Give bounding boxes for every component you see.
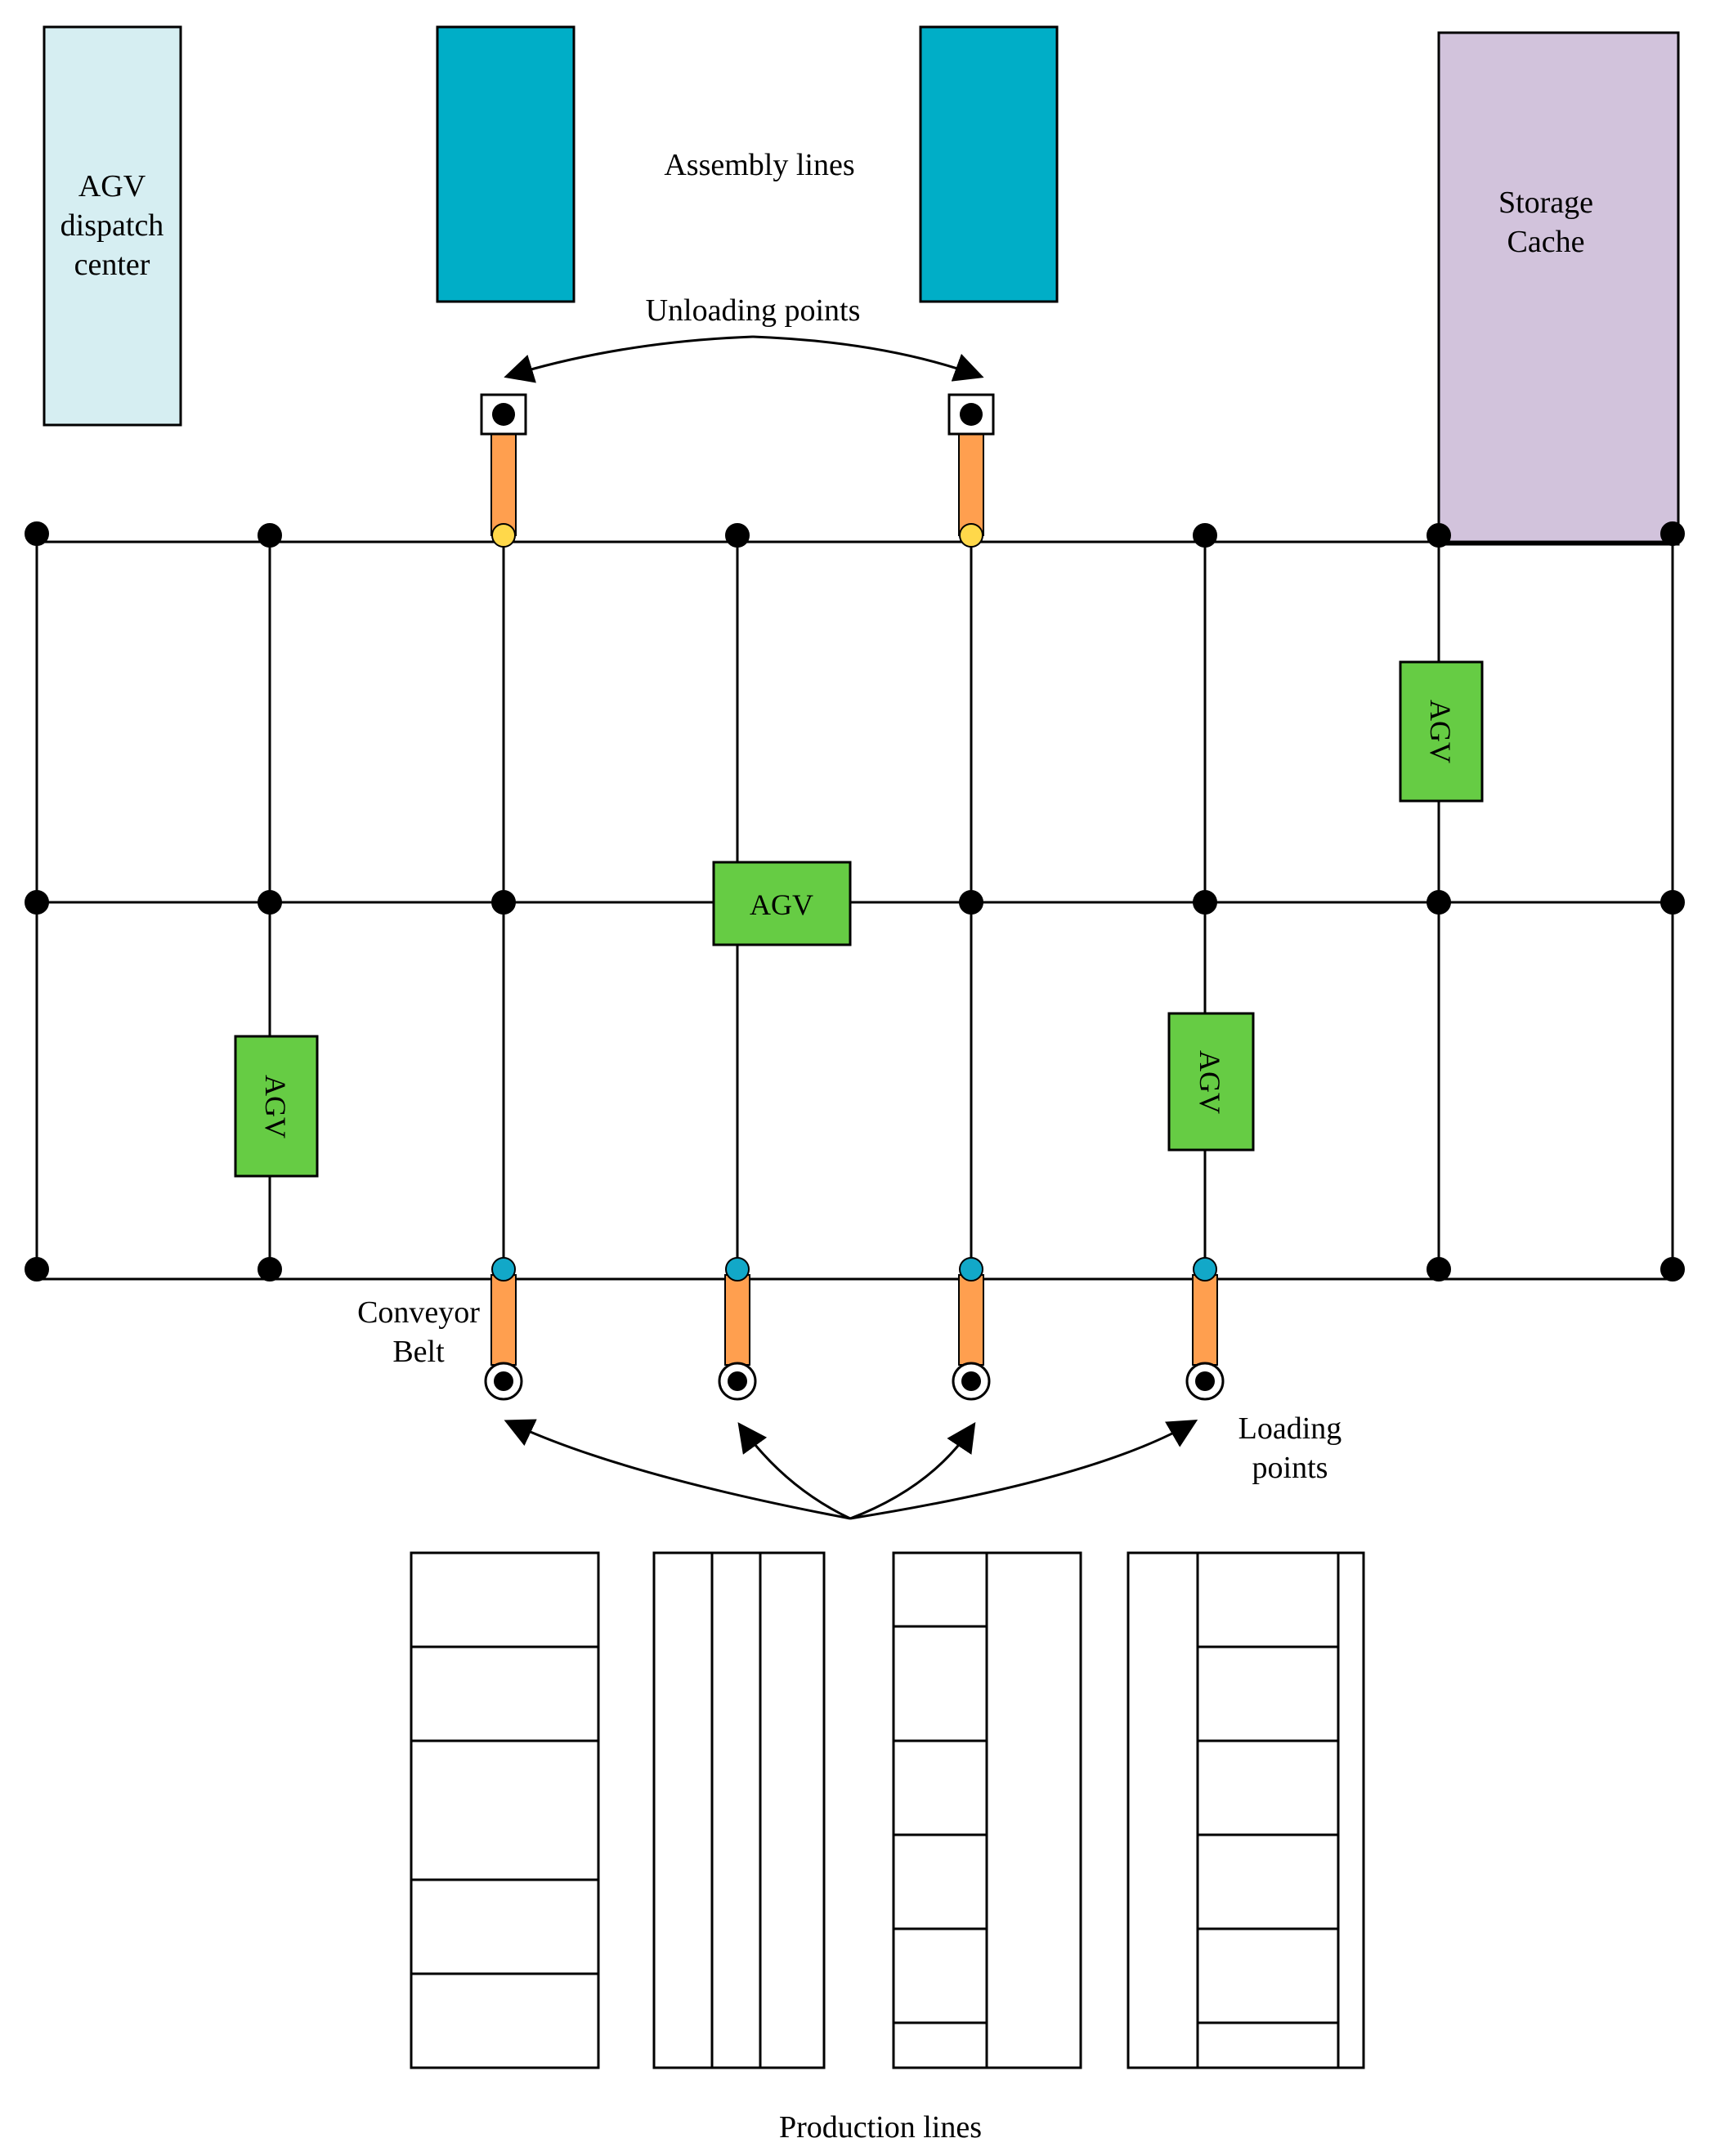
loading-point-2 bbox=[728, 1371, 747, 1391]
unloading-points-annotation: Unloading points bbox=[504, 293, 984, 383]
assembly-line-right bbox=[919, 25, 1059, 303]
loading-points-label-1: Loading bbox=[1238, 1411, 1342, 1446]
agv-lower-left-body bbox=[234, 1035, 319, 1178]
path-node bbox=[1427, 523, 1451, 548]
path-node bbox=[725, 523, 750, 548]
path-node bbox=[25, 1257, 49, 1282]
agv-vehicle-lower-right: AGV bbox=[1167, 1012, 1255, 1152]
path-node bbox=[959, 890, 983, 915]
production-line-3 bbox=[892, 1551, 1082, 2069]
path-node bbox=[491, 1257, 516, 1282]
production-line-2-frame bbox=[652, 1551, 826, 2069]
loading-arrows bbox=[504, 1419, 1198, 1520]
loading-points-label-2: points bbox=[1252, 1451, 1328, 1485]
path-node bbox=[959, 523, 983, 548]
dispatch-center-label-2: dispatch bbox=[60, 208, 164, 243]
path-node bbox=[258, 890, 282, 915]
path-node bbox=[1193, 890, 1217, 915]
assembly-lines: Assembly lines bbox=[436, 25, 1059, 303]
arrow-to-loading-4 bbox=[849, 1419, 1198, 1520]
path-network bbox=[25, 393, 1685, 1401]
path-node bbox=[491, 890, 516, 915]
loading-conveyor-3 bbox=[958, 1274, 984, 1366]
dispatch-center-box bbox=[43, 25, 182, 427]
agv-lower-right-body bbox=[1167, 1012, 1255, 1152]
path-node bbox=[959, 1257, 983, 1282]
path-node bbox=[1193, 1257, 1217, 1282]
unloading-point-1 bbox=[492, 403, 515, 426]
production-line-1-frame bbox=[410, 1551, 600, 2069]
agv-dispatch-center: AGV dispatch center bbox=[43, 25, 182, 427]
path-node bbox=[25, 521, 49, 546]
production-line-4-frame bbox=[1126, 1551, 1365, 2069]
dispatch-center-label-1: AGV bbox=[78, 169, 146, 204]
storage-cache-box bbox=[1437, 31, 1680, 546]
assembly-line-left bbox=[436, 25, 576, 303]
storage-cache-label-2: Cache bbox=[1507, 225, 1585, 259]
production-lines: Production lines bbox=[410, 1551, 1365, 2145]
production-line-2 bbox=[652, 1551, 826, 2069]
conveyor-belt-label-1: Conveyor bbox=[357, 1295, 480, 1330]
agv-center-body bbox=[712, 861, 852, 946]
path-node bbox=[258, 523, 282, 548]
loading-point-3 bbox=[961, 1371, 981, 1391]
path-node bbox=[1660, 521, 1685, 546]
loading-conveyor-4 bbox=[1192, 1274, 1218, 1366]
production-line-4 bbox=[1126, 1551, 1365, 2069]
path-node bbox=[25, 890, 49, 915]
arrow-to-unloading-right bbox=[752, 335, 984, 382]
agv-vehicle-center: AGV bbox=[712, 861, 852, 946]
loading-conveyor-1 bbox=[490, 1274, 517, 1366]
agv-vehicle-lower-left: AGV bbox=[234, 1035, 319, 1178]
storage-cache-label-1: Storage bbox=[1498, 186, 1593, 220]
agv-lower-right-label: AGV bbox=[1194, 1050, 1226, 1114]
path-node bbox=[1193, 523, 1217, 548]
agv-upper-right-body bbox=[1399, 660, 1484, 803]
agv-vehicles: AGV AGV AGV AGV bbox=[234, 660, 1484, 1178]
production-lines-label: Production lines bbox=[779, 2110, 982, 2145]
agv-vehicle-upper-right: AGV bbox=[1399, 660, 1484, 803]
dispatch-center-label-3: center bbox=[74, 248, 150, 282]
unloading-conveyor-2 bbox=[958, 432, 984, 536]
conveyor-belts bbox=[480, 393, 1225, 1401]
unloading-points-label: Unloading points bbox=[646, 293, 861, 328]
storage-cache: Storage Cache bbox=[1437, 31, 1680, 546]
arrow-to-loading-1 bbox=[504, 1419, 851, 1520]
path-node bbox=[1660, 890, 1685, 915]
arrow-to-loading-3 bbox=[849, 1422, 976, 1520]
loading-point-4 bbox=[1195, 1371, 1215, 1391]
assembly-lines-label: Assembly lines bbox=[664, 148, 854, 182]
path-node bbox=[1660, 1257, 1685, 1282]
path-node bbox=[491, 523, 516, 548]
production-line-1 bbox=[410, 1551, 600, 2069]
arrow-to-unloading-left bbox=[504, 335, 754, 383]
arrow-to-loading-2 bbox=[737, 1422, 851, 1520]
unloading-conveyor-1 bbox=[490, 432, 517, 536]
loading-conveyor-2 bbox=[724, 1274, 750, 1366]
path-node bbox=[1427, 890, 1451, 915]
path-node bbox=[725, 1257, 750, 1282]
unloading-point-2 bbox=[960, 403, 983, 426]
path-node bbox=[258, 1257, 282, 1282]
loading-point-1 bbox=[494, 1371, 513, 1391]
conveyor-belt-label-2: Belt bbox=[392, 1335, 445, 1369]
agv-upper-right-label: AGV bbox=[1424, 700, 1457, 763]
agv-center-label: AGV bbox=[750, 888, 813, 921]
agv-lower-left-label: AGV bbox=[259, 1075, 292, 1138]
path-node bbox=[1427, 1257, 1451, 1282]
